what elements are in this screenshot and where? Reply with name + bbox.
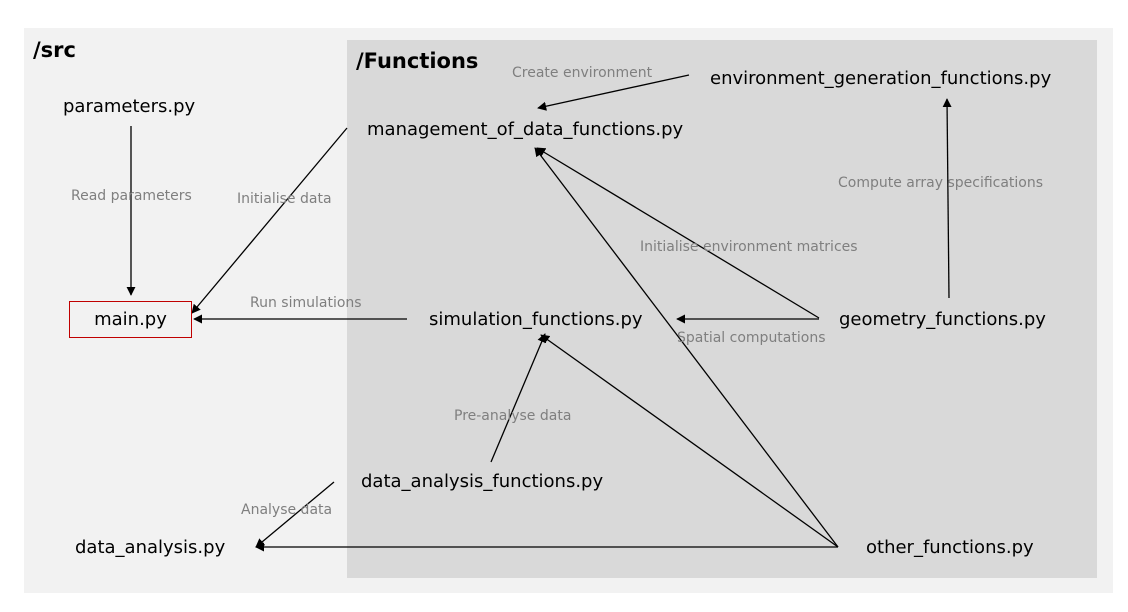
edge-geometry-to-environment <box>942 98 952 299</box>
functions-folder-panel <box>347 40 1097 578</box>
edge-label-analyse-data: Analyse data <box>241 502 333 518</box>
edge-label-pre-analyse-data: Pre-analyse data <box>454 408 572 424</box>
edge-label-create-environment: Create environment <box>512 65 653 81</box>
edge-management-to-main <box>191 127 348 314</box>
edge-other-to-simulation <box>540 334 839 548</box>
node-geometry-functions: geometry_functions.py <box>839 309 1046 330</box>
edge-label-initialise-data: Initialise data <box>237 191 332 207</box>
node-data-analysis-functions: data_analysis_functions.py <box>361 471 604 492</box>
edge-label-compute-array-specifications: Compute array specifications <box>838 175 1044 191</box>
edge-other-to-management <box>534 147 839 548</box>
node-other-functions: other_functions.py <box>866 537 1034 558</box>
node-main: main.py <box>69 301 192 338</box>
src-panel-title: /src <box>33 38 76 62</box>
node-parameters: parameters.py <box>63 96 196 117</box>
edge-label-run-simulations: Run simulations <box>250 295 362 311</box>
edge-geometry-to-management <box>536 147 820 319</box>
node-simulation-functions: simulation_functions.py <box>429 309 643 330</box>
functions-panel-title: /Functions <box>356 49 479 73</box>
edge-data-analysis-functions-to-simulation <box>490 333 547 463</box>
edge-data-analysis-functions-to-data-analysis <box>255 481 335 548</box>
node-data-analysis: data_analysis.py <box>75 537 226 558</box>
edge-environment-to-management <box>537 74 690 111</box>
node-management-of-data-functions: management_of_data_functions.py <box>367 119 684 140</box>
edge-label-spatial-computations: Spatial computations <box>677 330 826 346</box>
edge-label-read-parameters: Read parameters <box>71 188 192 204</box>
edge-label-initialise-environment-matrices: Initialise environment matrices <box>640 239 858 255</box>
node-environment-generation-functions: environment_generation_functions.py <box>710 68 1052 89</box>
